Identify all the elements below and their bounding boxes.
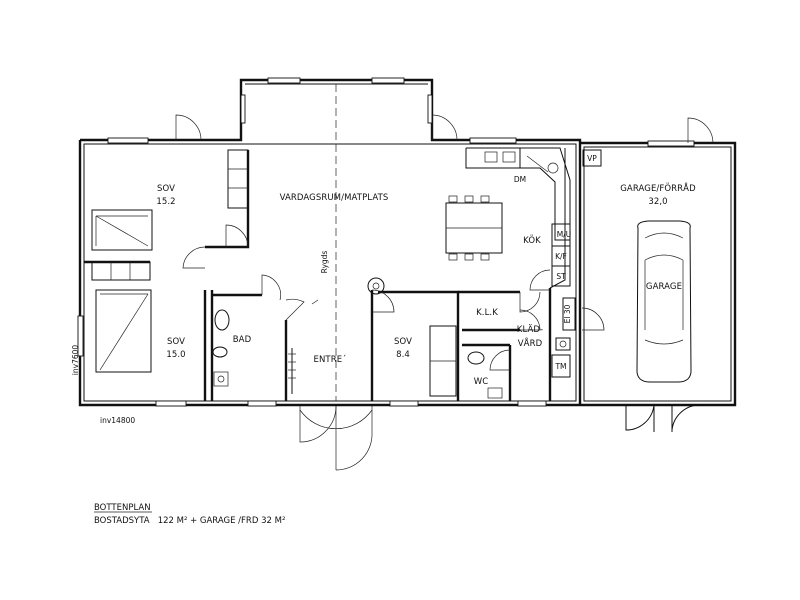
electrical-panel-label: El 30: [563, 304, 572, 323]
caption-subtitle: BOSTADSYTA 122 M² + GARAGE /FRD 32 M²: [94, 516, 285, 526]
room-label-sov-1: SOV: [157, 184, 175, 194]
windows: [77, 77, 695, 407]
room-label-klk: K.L.K: [476, 308, 498, 318]
room-label-sov-2: SOV: [167, 337, 185, 347]
kitchen-counters: [465, 147, 602, 378]
stove-label: ST: [556, 272, 566, 281]
room-area-sov-2: 15.0: [166, 350, 185, 360]
room-area-garage: 32,0: [648, 197, 667, 207]
car-symbol: [636, 220, 692, 383]
width-dimension: inv14800: [100, 416, 135, 425]
wardrobes: [91, 149, 457, 397]
room-label-klad-line2: VÅRD: [518, 337, 543, 349]
fridge-freezer-label: K/F: [555, 252, 567, 261]
doors: [175, 114, 714, 471]
room-area-sov-3: 8.4: [396, 350, 410, 360]
plan-caption: BOTTENPLAN BOSTADSYTA 122 M² + GARAGE /F…: [94, 503, 285, 526]
room-label-garage: GARAGE: [646, 282, 682, 292]
room-labels: SOV 15.2 VARDAGSRUM/MATPLATS KÖK SOV 15.…: [156, 182, 696, 387]
dryer-label: TM: [554, 362, 566, 371]
room-label-garage-forrad: GARAGE/FÖRRÅD: [620, 182, 696, 194]
room-area-sov-1: 15.2: [156, 197, 175, 207]
symbol-labels: DM M/U K/F ST TM VP El 30 Rygds: [320, 154, 597, 371]
heat-pump-label: VP: [587, 154, 597, 163]
room-label-klad-line1: KLÄD-: [517, 324, 543, 335]
ridge-label: Rygds: [320, 251, 329, 274]
dishwasher-label: DM: [514, 175, 526, 184]
bathroom-fixtures: [212, 309, 503, 399]
dimension-labels: inv14800 inv7600: [71, 345, 135, 425]
depth-dimension: inv7600: [71, 345, 80, 376]
interior-walls: [84, 148, 566, 401]
caption-title: BOTTENPLAN: [94, 503, 151, 513]
room-label-bath: BAD: [233, 335, 252, 345]
room-label-sov-3: SOV: [394, 337, 412, 347]
room-label-entry: ENTRE´: [313, 354, 346, 365]
microwave-label: M/U: [557, 230, 572, 239]
room-label-kitchen: KÖK: [523, 235, 541, 246]
room-label-wc: WC: [474, 377, 489, 387]
furniture: [91, 195, 503, 394]
room-label-living: VARDAGSRUM/MATPLATS: [280, 193, 389, 203]
